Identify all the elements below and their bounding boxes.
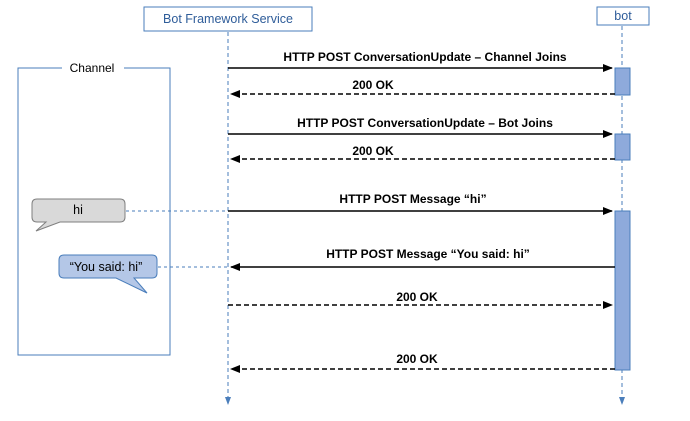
bot-bubble-text: “You said: hi” (70, 260, 143, 274)
bot-activation-3 (614, 210, 631, 371)
bot-activation-1 (614, 67, 631, 96)
user-bubble-text: hi (73, 203, 83, 217)
bot-participant: bot (596, 6, 650, 26)
message-label: HTTP POST ConversationUpdate – Channel J… (283, 50, 566, 64)
channel-box: Channel (17, 61, 171, 356)
service-participant: Bot Framework Service (143, 6, 313, 32)
bot-activation-2 (614, 133, 631, 161)
bot-participant-label: bot (614, 9, 632, 23)
channel-label: Channel (70, 61, 115, 75)
message-label: HTTP POST ConversationUpdate – Bot Joins (297, 116, 553, 130)
return-label: 200 OK (352, 78, 394, 92)
user-speech-bubble: hi (31, 198, 126, 232)
return-label: 200 OK (396, 290, 438, 304)
bot-speech-bubble: “You said: hi” (58, 254, 158, 294)
return-label: 200 OK (396, 352, 438, 366)
service-participant-label: Bot Framework Service (163, 12, 293, 26)
message-label: HTTP POST Message “You said: hi” (326, 247, 530, 261)
return-label: 200 OK (352, 144, 394, 158)
message-label: HTTP POST Message “hi” (339, 192, 486, 206)
